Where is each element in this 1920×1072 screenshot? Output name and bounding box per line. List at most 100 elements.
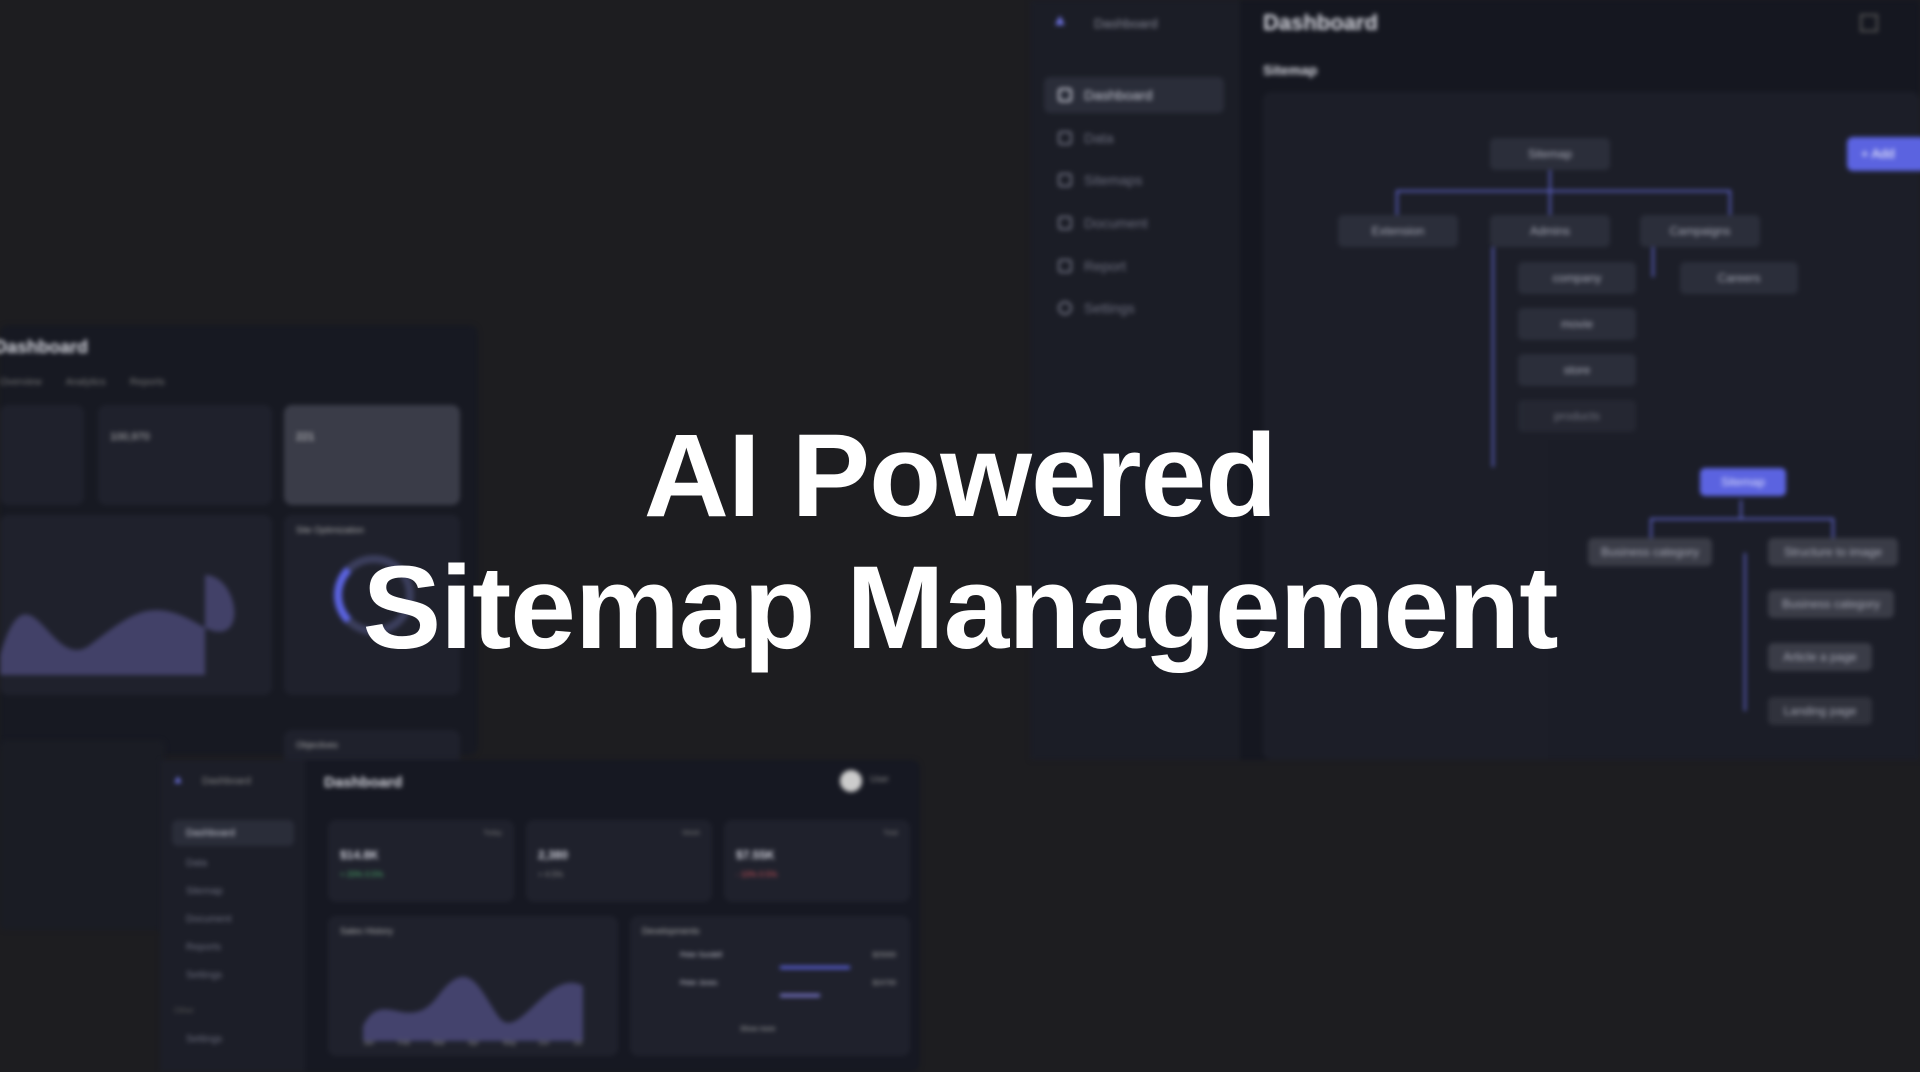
- tree-node[interactable]: Careers: [1680, 262, 1798, 294]
- stat-change: + 20% 0.5%: [340, 870, 384, 879]
- headline-line-1: AI Powered: [643, 410, 1278, 542]
- label: Data: [1084, 130, 1114, 146]
- list-title: Developments: [642, 926, 700, 936]
- stat: 100,970: [110, 431, 150, 443]
- analytics-app: Dashboard Overview Analytics Reports 100,9…: [0, 325, 478, 770]
- progress-bar: [780, 994, 820, 997]
- area-chart: [0, 575, 235, 675]
- sidebar-item[interactable]: Data: [172, 850, 221, 876]
- label: Document: [186, 913, 232, 925]
- card-title: Site Optimization: [296, 525, 365, 535]
- sidebar-item-dashboard[interactable]: Dashboard: [1044, 77, 1224, 113]
- tree-node[interactable]: store: [1518, 354, 1636, 386]
- avatar[interactable]: [840, 770, 862, 792]
- label: Data: [186, 857, 208, 869]
- sitemap-app: ▲ Dashboard Dashboard Data Sitemaps Docu…: [1030, 0, 1920, 760]
- x-tick-label: Mar: [433, 1040, 446, 1047]
- tree-node[interactable]: Structure to image: [1768, 538, 1898, 566]
- document-icon: [1058, 216, 1072, 230]
- headline: AI Powered Sitemap Management: [0, 410, 1920, 674]
- sidebar-item[interactable]: Dashboard: [172, 820, 294, 846]
- page-title: Dashboard: [1263, 10, 1378, 35]
- label: Settings: [186, 1033, 223, 1045]
- tree-node[interactable]: company: [1518, 262, 1636, 294]
- x-tick-label: May: [503, 1040, 517, 1047]
- report-icon: [1058, 259, 1072, 273]
- tab[interactable]: Reports: [129, 377, 165, 388]
- sales-chart: [363, 976, 583, 1041]
- sidebar-item-report[interactable]: Report: [1044, 248, 1140, 284]
- label: Report: [1084, 258, 1127, 274]
- label: Dashboard: [1084, 87, 1153, 103]
- add-button[interactable]: + Add: [1847, 137, 1920, 171]
- dashboard-app: ▲ Dashboard Dashboard Data Sitemap Docum…: [160, 760, 920, 1072]
- list-item-name: Peter Jones: [680, 980, 718, 987]
- grid-icon: [1058, 88, 1072, 102]
- tree-node[interactable]: Business category: [1768, 590, 1894, 618]
- sidebar-item[interactable]: Sitemap: [172, 878, 237, 904]
- brand: Dashboard: [202, 776, 251, 787]
- x-tick-label: Apr: [468, 1040, 479, 1047]
- tab[interactable]: Overview: [0, 377, 42, 388]
- stat-change: - 10% 0.5%: [736, 870, 778, 879]
- label: Document: [1084, 215, 1148, 231]
- donut-chart: [334, 555, 414, 635]
- label: Sitemaps: [1084, 172, 1143, 188]
- brand: Dashboard: [1094, 16, 1158, 31]
- data-icon: [1058, 131, 1072, 145]
- x-tick-label: Jan: [363, 1040, 375, 1047]
- list-item-value: $25000: [872, 952, 896, 959]
- x-tick-label: Jul: [573, 1040, 582, 1047]
- logo-icon: ▲: [172, 772, 184, 786]
- stat-period: Today: [483, 830, 502, 837]
- sidebar-item-settings[interactable]: Settings: [1044, 290, 1149, 326]
- tab[interactable]: Analytics: [65, 377, 106, 388]
- stat-value: $14.8K: [340, 848, 379, 862]
- list-item-value: $24700: [872, 980, 896, 987]
- headline-line-2: Sitemap Management: [362, 542, 1558, 674]
- progress-bar: [780, 966, 850, 969]
- label: Dashboard: [186, 827, 235, 839]
- stat-value: 2,380: [538, 848, 569, 862]
- user-name[interactable]: User: [870, 774, 890, 784]
- sidebar-item[interactable]: Settings: [172, 1026, 236, 1052]
- label: Reports: [186, 941, 222, 953]
- label: Settings: [186, 969, 223, 981]
- tree-node[interactable]: products: [1518, 400, 1636, 432]
- stat-period: Total: [883, 830, 898, 837]
- sitemap-icon: [1058, 173, 1072, 187]
- tree-node[interactable]: Campaigns: [1640, 215, 1760, 247]
- label: Settings: [1084, 300, 1135, 316]
- section-title: Sitemap: [1263, 62, 1318, 78]
- chart-title: Sales History: [340, 926, 394, 936]
- stat-value: $7.55K: [736, 848, 775, 862]
- list-item-name: Peter Sundell: [680, 952, 723, 959]
- tree-node-root[interactable]: Sitemap: [1700, 468, 1786, 496]
- sidebar-item-sitemaps[interactable]: Sitemaps: [1044, 162, 1156, 198]
- tree-node-root[interactable]: Sitemap: [1490, 138, 1610, 170]
- tree-node[interactable]: movie: [1518, 308, 1636, 340]
- sidebar-item-document[interactable]: Document: [1044, 205, 1162, 241]
- layout-icon[interactable]: [1860, 14, 1878, 32]
- page-title: Dashboard: [0, 337, 89, 357]
- sidebar: ▲ Dashboard Dashboard Data Sitemaps Docu…: [1030, 0, 1240, 760]
- tree-node[interactable]: Extension: [1338, 215, 1458, 247]
- sidebar-item[interactable]: Settings: [172, 962, 236, 988]
- x-tick-label: Feb: [398, 1040, 411, 1047]
- group-label: Other: [174, 1006, 195, 1015]
- tree-node[interactable]: Article a page: [1768, 643, 1872, 671]
- sidebar-item[interactable]: Document: [172, 906, 246, 932]
- stat: 221: [296, 431, 315, 443]
- page-title: Dashboard: [324, 774, 403, 791]
- tree-node[interactable]: Admins: [1490, 215, 1610, 247]
- stat-change: + 4.5%: [538, 870, 564, 879]
- show-more-link[interactable]: Show more: [740, 1026, 776, 1033]
- sidebar-item[interactable]: Reports: [172, 934, 235, 960]
- tree-node[interactable]: Landing page: [1768, 697, 1872, 725]
- card-title: Objectives: [296, 740, 339, 750]
- sidebar-item-data[interactable]: Data: [1044, 120, 1128, 156]
- stat-period: Week: [682, 830, 700, 837]
- gear-icon: [1058, 301, 1072, 315]
- list-panel: [0, 740, 165, 930]
- tree-node[interactable]: Business category: [1588, 538, 1712, 566]
